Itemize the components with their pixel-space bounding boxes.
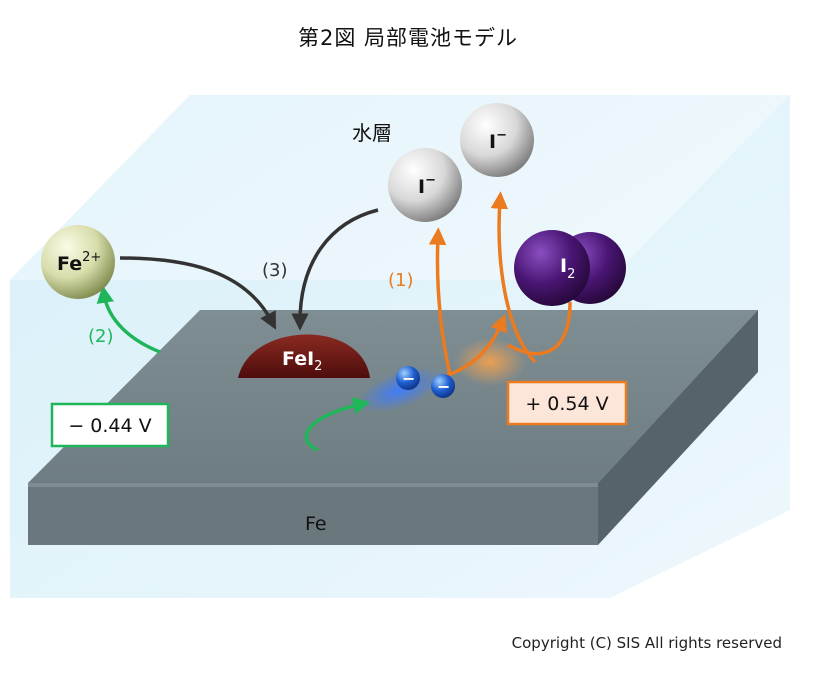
step2-arrow — [96, 285, 161, 354]
metal-label: Fe — [305, 513, 327, 535]
figure-title: 第2図 局部電池モデル — [297, 26, 519, 50]
electron-2-sign: − — [437, 377, 450, 396]
electron-region — [357, 338, 526, 413]
iodide-2-label: I− — [489, 128, 507, 153]
ferrous-label: Fe2+ — [57, 250, 101, 275]
electron-2: − — [431, 374, 455, 398]
anode-potential-box: − 0.44 V — [50, 402, 170, 448]
copyright-text: Copyright (C) SIS All rights reserved — [511, 634, 782, 652]
iodine-label: I2 — [560, 255, 575, 282]
step1-arrow-to-iodide-1 — [428, 227, 452, 376]
electron-1: − — [396, 366, 420, 390]
iodide-ion-1: I− — [388, 148, 462, 222]
feI2-label: FeI2 — [282, 348, 322, 374]
iodide-1-label: I− — [418, 173, 436, 198]
water-layer-label: 水層 — [352, 121, 392, 145]
cathode-potential-box: + 0.54 V — [506, 380, 628, 426]
ferrous-ion: Fe2+ — [41, 225, 115, 299]
electron-flow-arrow — [304, 397, 371, 452]
step1-arrow-from-iodine — [507, 301, 572, 356]
iodide-ion-2: I− — [460, 103, 534, 177]
feI2-deposit: FeI2 — [238, 334, 370, 378]
step1-label: (1) — [388, 270, 414, 291]
step3-arrow-from-ferrous — [119, 256, 277, 330]
iodine-molecule: I2 — [514, 230, 626, 306]
step2-label: (2) — [88, 326, 114, 347]
electron-1-sign: − — [402, 369, 415, 388]
step3-label: (3) — [262, 260, 288, 281]
step1-arrow-electron — [439, 313, 507, 380]
anode-potential: − 0.44 V — [68, 415, 151, 437]
step1-arrow-to-iodide-2 — [490, 191, 537, 364]
cathode-potential: + 0.54 V — [525, 393, 608, 415]
step3-arrow-from-iodide — [291, 208, 379, 331]
